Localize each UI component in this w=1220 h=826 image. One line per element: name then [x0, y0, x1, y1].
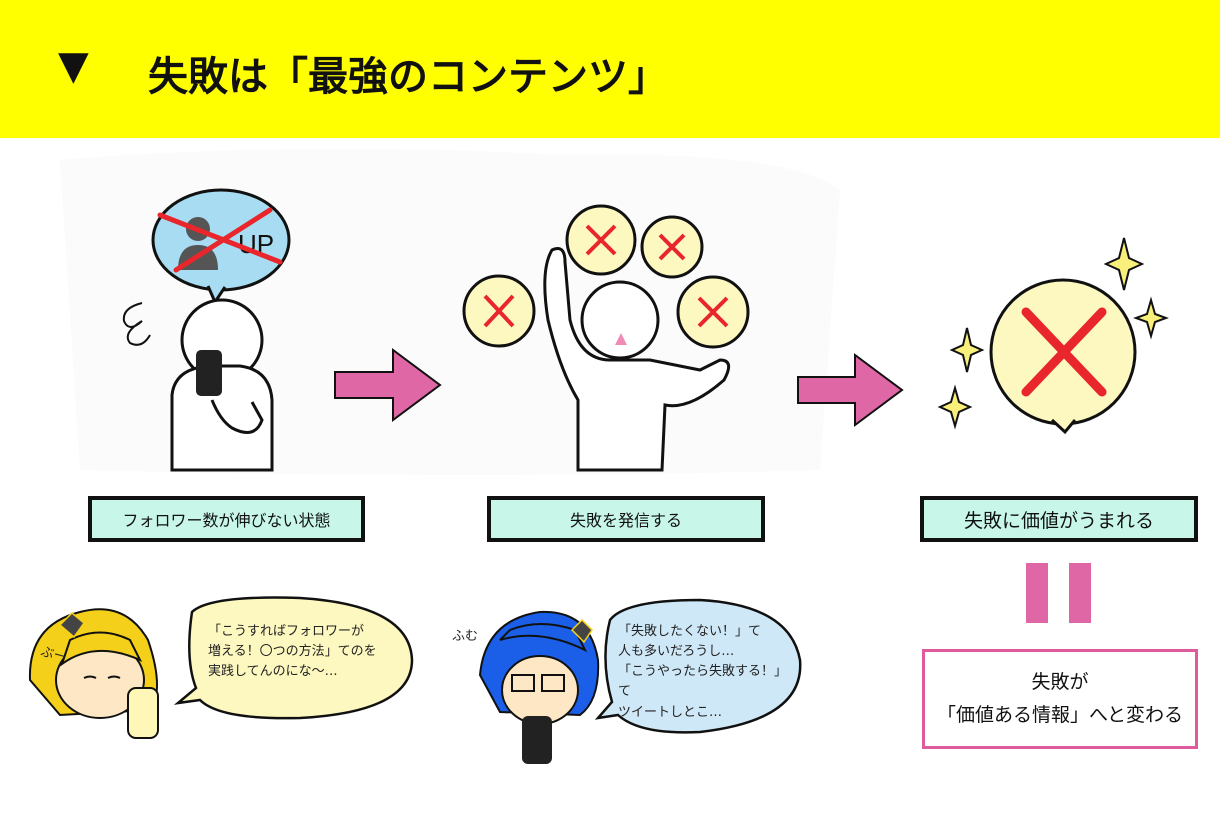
smartphone-icon [196, 350, 222, 396]
character2-sfx: ふむ [452, 629, 478, 644]
cross-icon [658, 233, 686, 261]
step3-label: 失敗に価値がうまれる [920, 496, 1198, 542]
smartphone-icon [522, 716, 552, 764]
fail-bubble-1 [462, 274, 536, 348]
worry-squiggle-icon [122, 302, 151, 346]
equals-bar-right [1069, 563, 1091, 623]
follower-bubble: UP [151, 188, 291, 306]
fail-bubble-3 [640, 215, 704, 279]
character-bluehair [478, 598, 802, 764]
character-blonde [28, 596, 414, 739]
fail-bubble-2 [565, 204, 637, 276]
step1-label: フォロワー数が伸びない状態 [88, 496, 365, 542]
cross-icon [1021, 307, 1107, 397]
speech-line: 「こうすればフォロワーが [208, 624, 365, 639]
step2-label: 失敗を発信する [487, 496, 765, 542]
fail-bubble-4 [676, 275, 750, 349]
hair-clip-icon [58, 611, 86, 639]
result-box: 失敗が 「価値ある情報」へと変わる [922, 649, 1198, 749]
speech-line: 人も多いだろうし… [618, 644, 735, 660]
cross-icon [585, 224, 617, 256]
character1-sfx: ぶー [39, 644, 68, 665]
character2-speech: 「失敗したくない！」て 人も多いだろうし… 「こうやったら失敗する！」て ツイー… [618, 622, 793, 723]
page-title: 失敗は「最強のコンテンツ」 [148, 54, 668, 100]
step1-figure: UP [122, 188, 291, 472]
speech-line: 実践してんのにな〜… [208, 664, 338, 680]
equals-bar-left [1026, 563, 1048, 623]
step3-figure [937, 237, 1169, 435]
speech-line: 「こうやったら失敗する！」て [618, 664, 788, 700]
speech-line: 「失敗したくない！」て [618, 624, 762, 639]
header-banner: ▼ 失敗は「最強のコンテンツ」 [0, 0, 1220, 138]
character1-speech: 「こうすればフォロワーが 増える！〇つの方法」てのを 実践してんのにな〜… [208, 622, 408, 682]
speech-line: ツイートしとこ… [618, 704, 723, 720]
cross-icon [483, 294, 515, 328]
speech-line: 増える！〇つの方法」てのを [208, 644, 377, 660]
step2-figure [462, 204, 750, 472]
result-line2: 「価値ある情報」へと変わる [936, 704, 1184, 726]
flow-arrow-1 [334, 348, 442, 422]
sparkle-icon [937, 237, 1169, 430]
hair-clip-icon [570, 618, 593, 644]
result-line1: 失敗が [1031, 670, 1089, 693]
cross-icon [697, 296, 729, 328]
flow-arrow-2 [797, 353, 904, 427]
triangle-marker-icon: ▼ [58, 43, 89, 89]
cross-icon [157, 207, 283, 273]
